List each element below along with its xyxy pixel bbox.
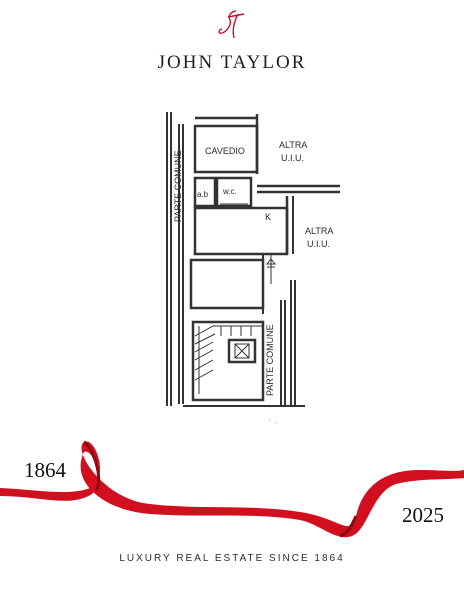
label-uiu-right-2: U.I.U. — [307, 239, 330, 249]
room-k — [193, 206, 289, 256]
label-altra-right-1: ALTRA — [305, 226, 333, 236]
room-lower — [189, 258, 265, 310]
year-end: 2025 — [402, 503, 444, 527]
room-wc — [215, 176, 253, 208]
floor-plan: CAVEDIO ALTRA U.I.U. ALTRA U.I.U. a.b w.… — [166, 112, 340, 424]
jt-monogram-icon — [218, 10, 245, 39]
label-parte-comune-right: PARTE COMUNE — [265, 324, 275, 396]
label-parte-comune-left: PARTE COMUNE — [173, 150, 183, 222]
label-k: K — [265, 212, 271, 222]
casa-watermark: casa.it — [205, 414, 281, 424]
red-ribbon-icon — [0, 440, 464, 538]
label-wc: w.c. — [222, 187, 237, 196]
label-ab: a.b — [197, 190, 209, 199]
label-altra-top-1: ALTRA — [279, 140, 307, 150]
tagline: LUXURY REAL ESTATE SINCE 1864 — [119, 553, 345, 564]
label-uiu-top-2: U.I.U. — [281, 153, 304, 163]
right-wall — [280, 280, 296, 406]
entrance-arrow-icon — [265, 258, 277, 268]
left-wall — [166, 112, 184, 406]
staircase — [191, 320, 265, 402]
brand-name: JOHN TAYLOR — [157, 52, 307, 73]
room-ab — [193, 176, 217, 208]
lift-shaft — [227, 338, 257, 364]
label-cavedio: CAVEDIO — [205, 146, 245, 156]
year-start: 1864 — [24, 458, 66, 482]
top-walls — [195, 114, 340, 194]
